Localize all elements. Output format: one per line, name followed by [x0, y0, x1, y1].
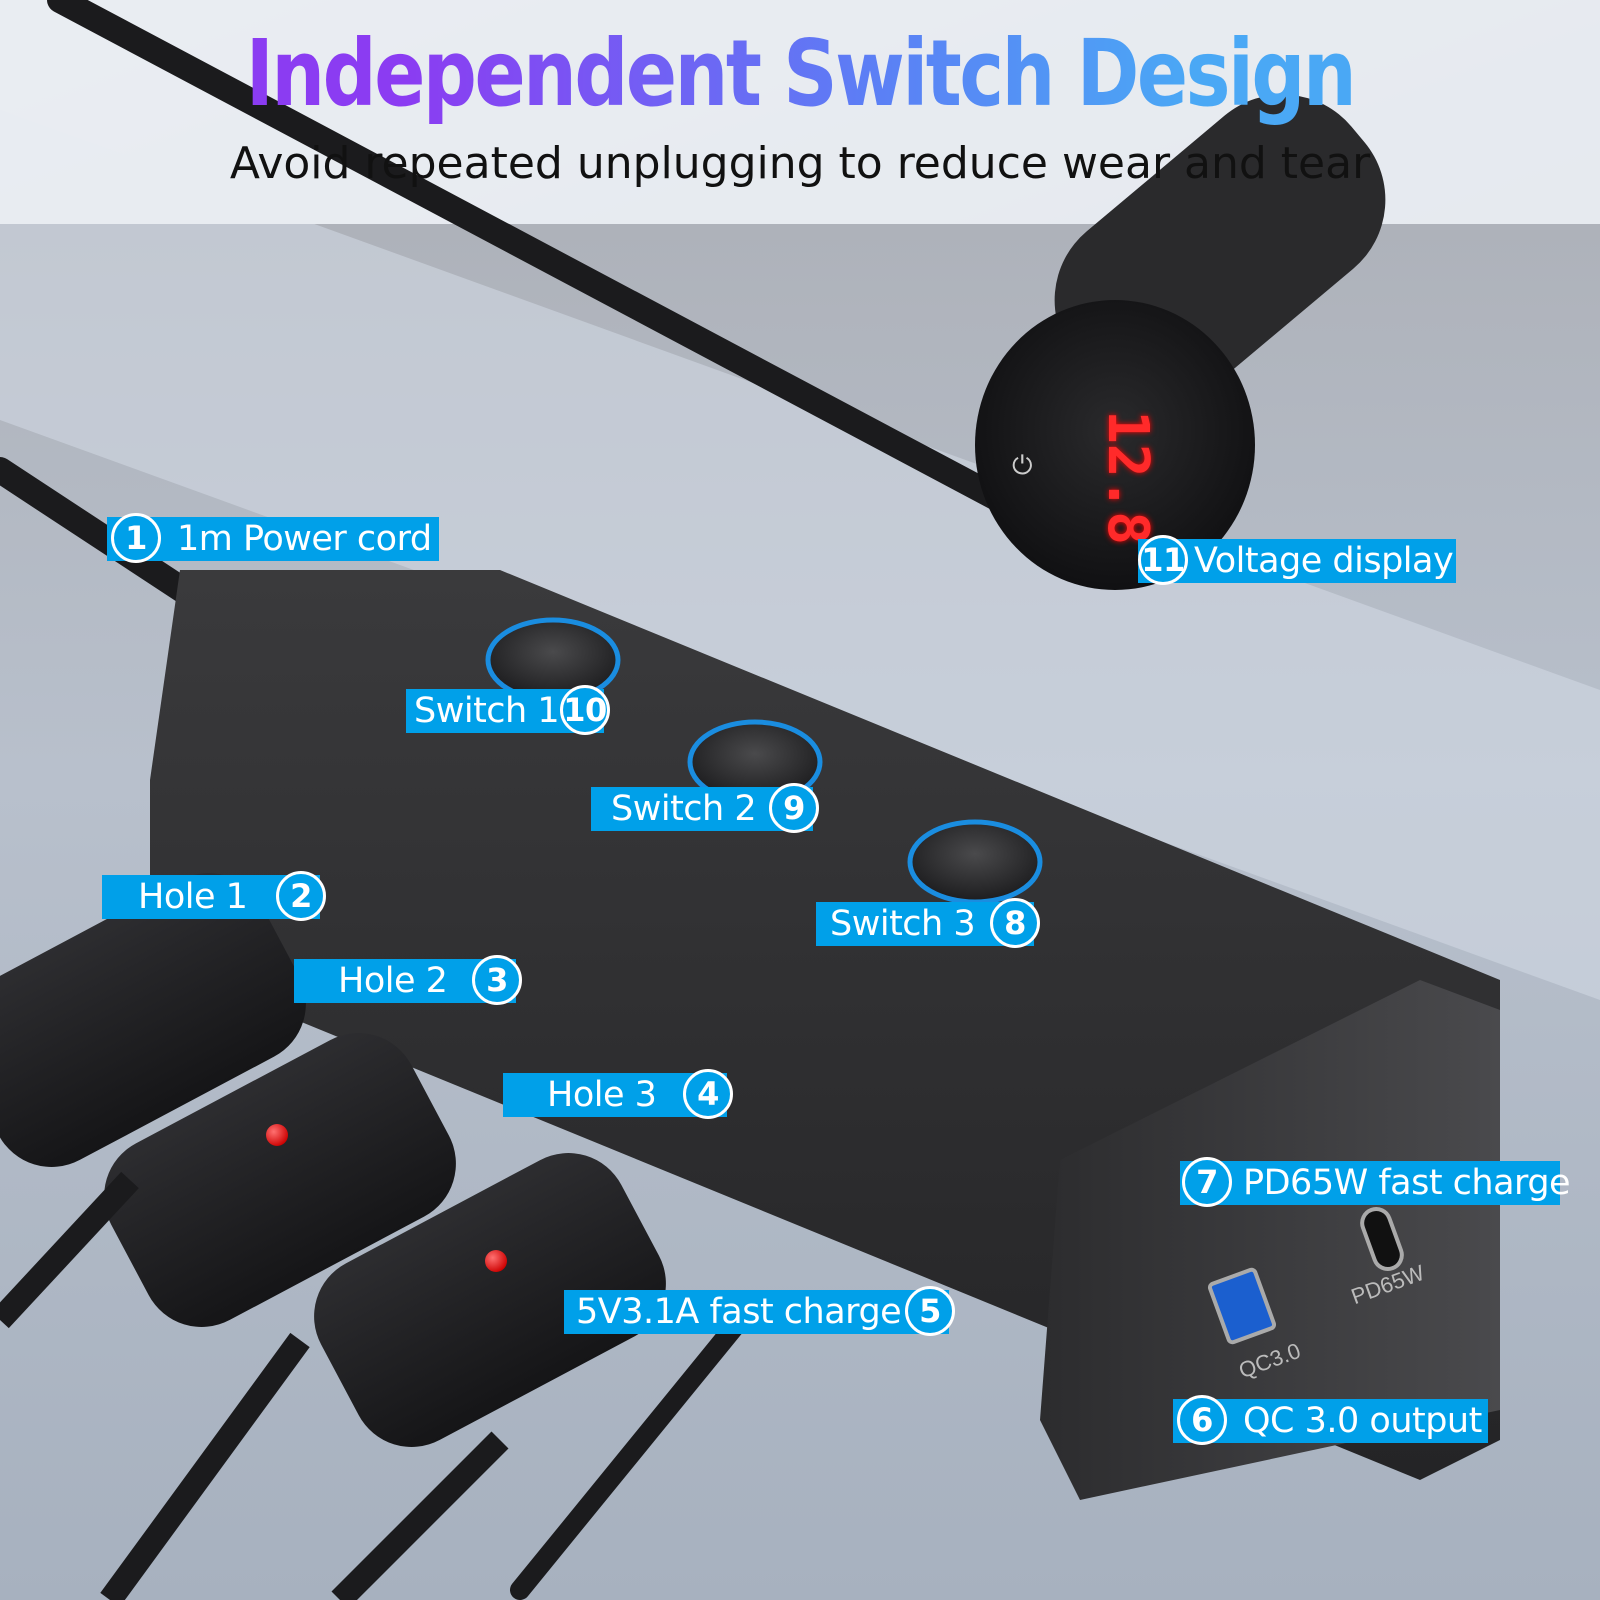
- callout-text: PD65W fast charge: [1243, 1163, 1571, 1203]
- callout-text: Voltage display: [1194, 541, 1454, 581]
- pd-port: [1360, 1207, 1404, 1271]
- plug-hole-2: [104, 1033, 456, 1327]
- callout-number: 9: [769, 783, 819, 833]
- car-plug-head: [975, 300, 1255, 590]
- plug-hole-1: [0, 873, 306, 1167]
- plug-cable: [331, 1431, 509, 1600]
- callout-power-cord: 1 1m Power cord: [107, 513, 439, 563]
- callout-text: 5V3.1A fast charge: [576, 1292, 902, 1332]
- callout-number: 8: [990, 898, 1040, 948]
- callout-text: Switch 2: [611, 789, 757, 829]
- callout-number: 1: [111, 513, 161, 563]
- switch-3-button[interactable]: [907, 819, 1043, 905]
- callout-number: 3: [472, 955, 522, 1005]
- callout-number: 11: [1138, 535, 1188, 585]
- plug-cable: [0, 1171, 139, 1329]
- callout-text: Switch 3: [830, 904, 976, 944]
- callout-number: 10: [560, 685, 610, 735]
- callout-number: 4: [683, 1069, 733, 1119]
- callout-text: Hole 2: [338, 961, 448, 1001]
- callout-switch-2: Switch 2 9: [591, 783, 819, 833]
- callout-qc30: 6 QC 3.0 output: [1173, 1395, 1488, 1445]
- callout-number: 5: [905, 1286, 955, 1336]
- plug-led: [485, 1250, 507, 1272]
- plug-hole-3: [314, 1153, 666, 1447]
- callout-text: Hole 3: [547, 1075, 657, 1115]
- plug-led: [266, 1124, 288, 1146]
- usb-cable: [510, 1310, 750, 1600]
- qc-port: [1207, 1267, 1277, 1345]
- callout-text: 1m Power cord: [177, 519, 432, 559]
- power-icon: ⏻: [1012, 450, 1033, 480]
- top-cable: [47, 0, 1023, 518]
- callout-text: Switch 1: [414, 691, 560, 731]
- callout-text: QC 3.0 output: [1243, 1401, 1482, 1441]
- page-title: Independent Switch Design: [144, 20, 1456, 127]
- callout-hole-3: Hole 3 4: [503, 1069, 733, 1119]
- callout-number: 2: [276, 871, 326, 921]
- callout-number: 7: [1182, 1157, 1232, 1207]
- callout-hole-1: Hole 1 2: [102, 871, 326, 921]
- page-subtitle: Avoid repeated unplugging to reduce wear…: [229, 138, 1371, 189]
- callout-hole-2: Hole 2 3: [294, 955, 522, 1005]
- splitter-endcap: [1040, 980, 1500, 1500]
- callout-number: 6: [1177, 1395, 1227, 1445]
- callout-switch-3: Switch 3 8: [816, 898, 1040, 948]
- callout-text: Hole 1: [138, 877, 248, 917]
- voltage-readout: 12.8: [1094, 410, 1160, 545]
- background-ledge: [0, 110, 1600, 1000]
- callout-pd65w: 7 PD65W fast charge: [1180, 1157, 1571, 1207]
- plug-cable: [100, 1332, 310, 1600]
